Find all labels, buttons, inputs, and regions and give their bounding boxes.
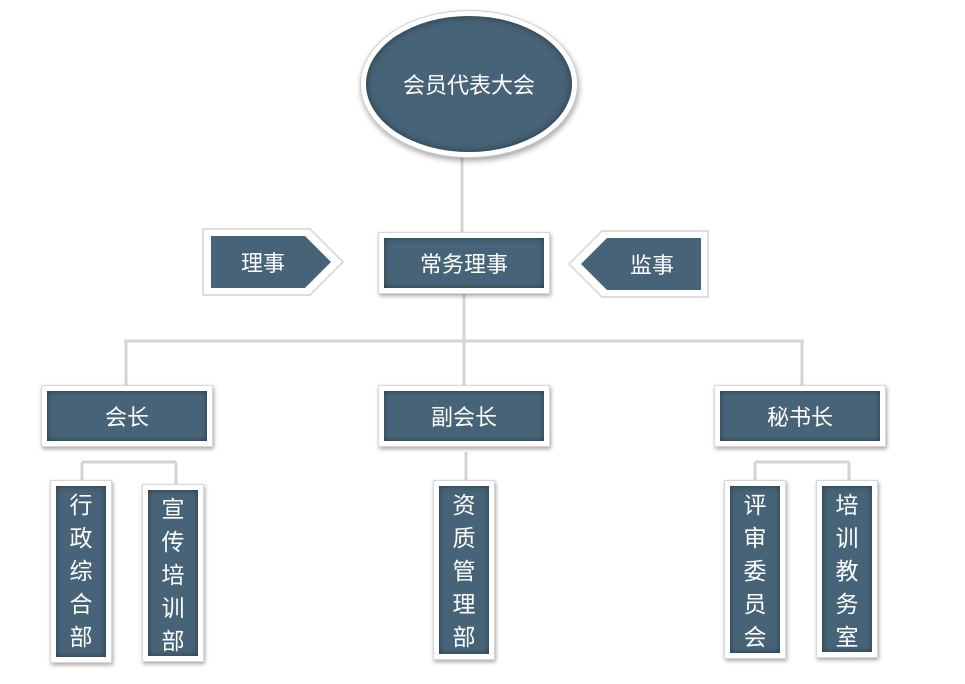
standing-label: 常务理事 [384,238,544,288]
standing-node: 常务理事 [378,232,550,294]
secretary-general-node: 秘书长 [714,385,886,447]
dept-review-label: 评审委员会 [730,486,780,653]
supervisors-node: 监事 [566,229,711,299]
vice-president-node: 副会长 [378,385,550,447]
dept-qualification-label: 资质管理部 [439,486,489,654]
supervisors-shape [567,230,709,298]
dept-admin-label: 行政综合部 [56,486,106,657]
assembly-label: 会员代表大会 [366,16,572,152]
dept-review-node: 评审委员会 [724,480,786,659]
vice-president-label: 副会长 [384,391,544,441]
directors-label: 理事 [240,252,285,277]
dept-qualification-node: 资质管理部 [433,480,495,660]
dept-publicity-label: 宣传培训部 [148,490,198,656]
supervisors-label: 监事 [629,254,674,279]
dept-admin-node: 行政综合部 [50,480,112,663]
president-label: 会长 [47,391,207,441]
secretary-general-label: 秘书长 [720,391,880,441]
directors-shape [202,228,345,296]
assembly-node: 会员代表大会 [360,10,578,158]
dept-publicity-node: 宣传培训部 [142,484,204,662]
directors-node: 理事 [201,227,346,297]
dept-teaching-node: 培训教务室 [816,480,878,658]
president-node: 会长 [41,385,213,447]
dept-teaching-label: 培训教务室 [822,486,872,652]
